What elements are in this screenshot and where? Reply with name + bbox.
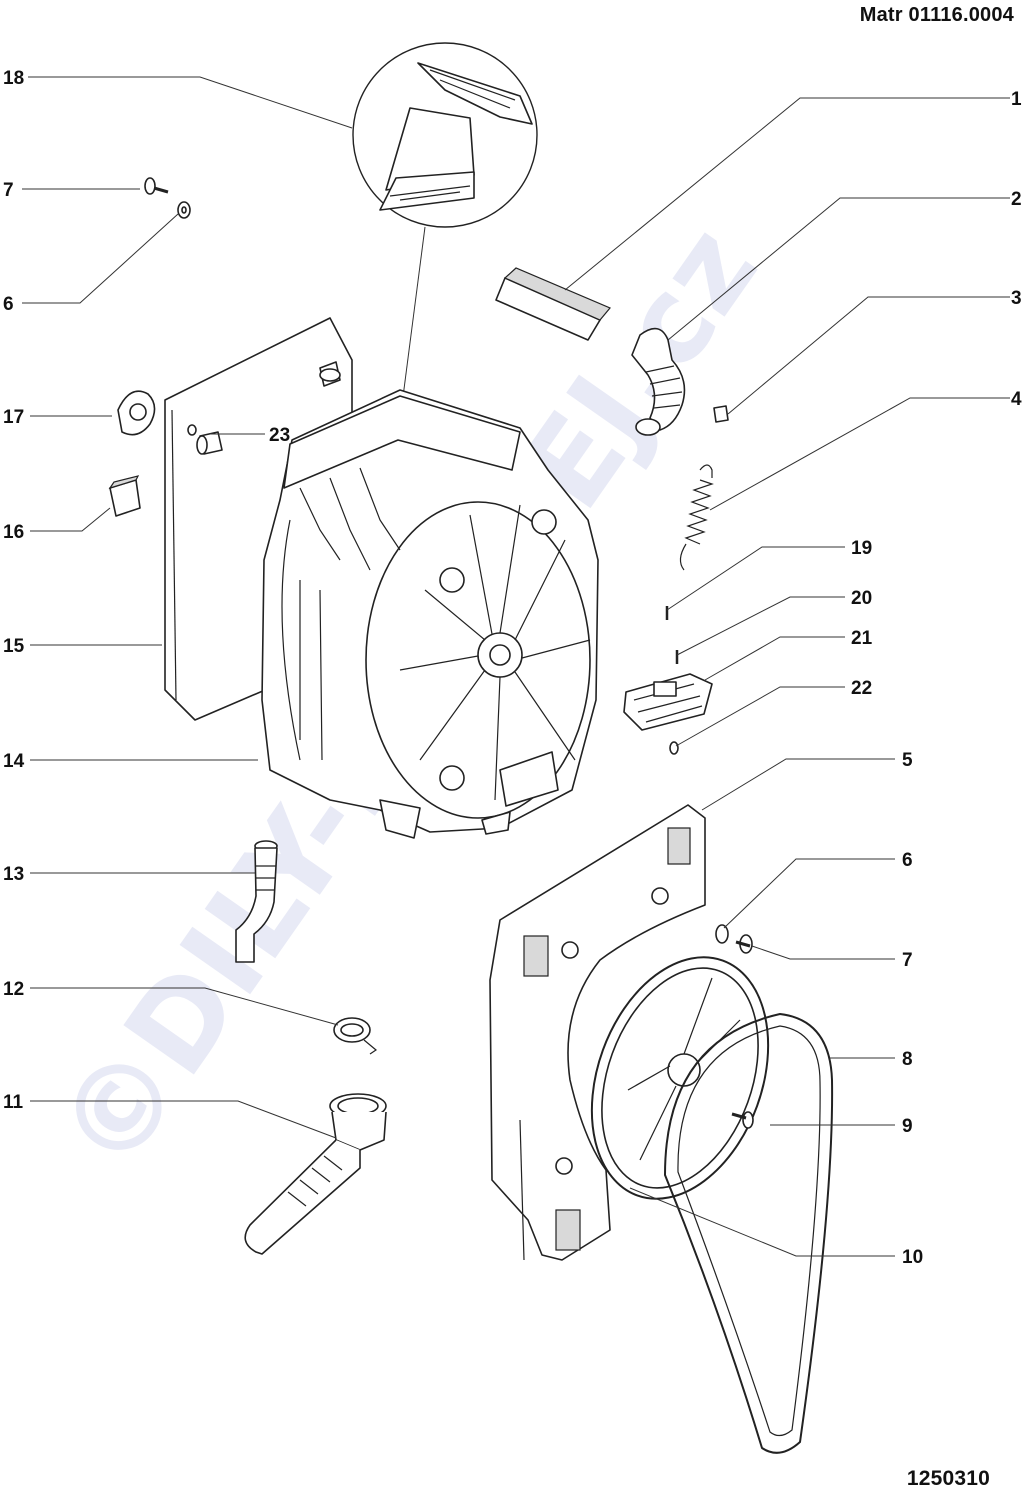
label-17: 17 bbox=[3, 407, 24, 428]
part-7-bolt-right bbox=[735, 934, 753, 954]
part-13-hose bbox=[235, 840, 278, 963]
callout-labels: 18 7 6 17 23 16 15 14 13 12 11 1 2 3 4 1… bbox=[3, 68, 1022, 1268]
label-13: 13 bbox=[3, 864, 24, 885]
part-22-screw bbox=[669, 741, 679, 755]
part-5-back-plate bbox=[489, 804, 706, 1261]
part-23-bushing bbox=[196, 431, 223, 455]
label-2: 2 bbox=[1011, 189, 1022, 210]
part-12-clamp bbox=[333, 1017, 378, 1055]
label-21: 21 bbox=[851, 628, 873, 649]
part-10-pulley bbox=[590, 956, 770, 1200]
matr-number: Matr 01116.0004 bbox=[859, 4, 1014, 26]
label-9: 9 bbox=[902, 1116, 913, 1137]
part-8-belt bbox=[664, 1013, 834, 1454]
part-11-drain-hose bbox=[244, 1093, 387, 1255]
label-10: 10 bbox=[902, 1247, 923, 1268]
label-20: 20 bbox=[851, 588, 872, 609]
part-14-tub bbox=[261, 389, 599, 839]
part-1-wedge bbox=[495, 267, 611, 341]
label-16: 16 bbox=[3, 522, 24, 543]
part-6-washer-right bbox=[715, 924, 729, 944]
part-3-clip bbox=[713, 405, 729, 423]
label-18: 18 bbox=[3, 68, 24, 89]
label-3: 3 bbox=[1011, 288, 1022, 309]
label-4: 4 bbox=[1011, 389, 1022, 410]
part-18-detail bbox=[352, 42, 538, 421]
part-9-bolt bbox=[731, 1111, 754, 1129]
label-15: 15 bbox=[3, 636, 25, 657]
label-7-right: 7 bbox=[902, 950, 913, 971]
label-7-left: 7 bbox=[3, 180, 14, 201]
label-11: 11 bbox=[3, 1092, 24, 1113]
label-19: 19 bbox=[851, 538, 872, 559]
part-16-block bbox=[108, 475, 141, 517]
part-7-bolt-top bbox=[144, 177, 169, 195]
diagram-code: 1250310 bbox=[906, 1467, 990, 1490]
label-22: 22 bbox=[851, 678, 872, 699]
part-17-flange bbox=[117, 390, 156, 436]
part-6-washer-top bbox=[177, 201, 191, 219]
label-5: 5 bbox=[902, 750, 913, 771]
label-6-left: 6 bbox=[3, 294, 14, 315]
leader-lines bbox=[22, 76, 1010, 1257]
label-23: 23 bbox=[269, 425, 290, 446]
label-8: 8 bbox=[902, 1049, 913, 1070]
label-14: 14 bbox=[3, 751, 25, 772]
label-6-right: 6 bbox=[902, 850, 913, 871]
label-1: 1 bbox=[1011, 89, 1022, 110]
label-12: 12 bbox=[3, 979, 24, 1000]
part-21-connector bbox=[623, 673, 713, 731]
part-4-spring bbox=[679, 464, 714, 571]
part-2-bellows bbox=[631, 327, 686, 436]
